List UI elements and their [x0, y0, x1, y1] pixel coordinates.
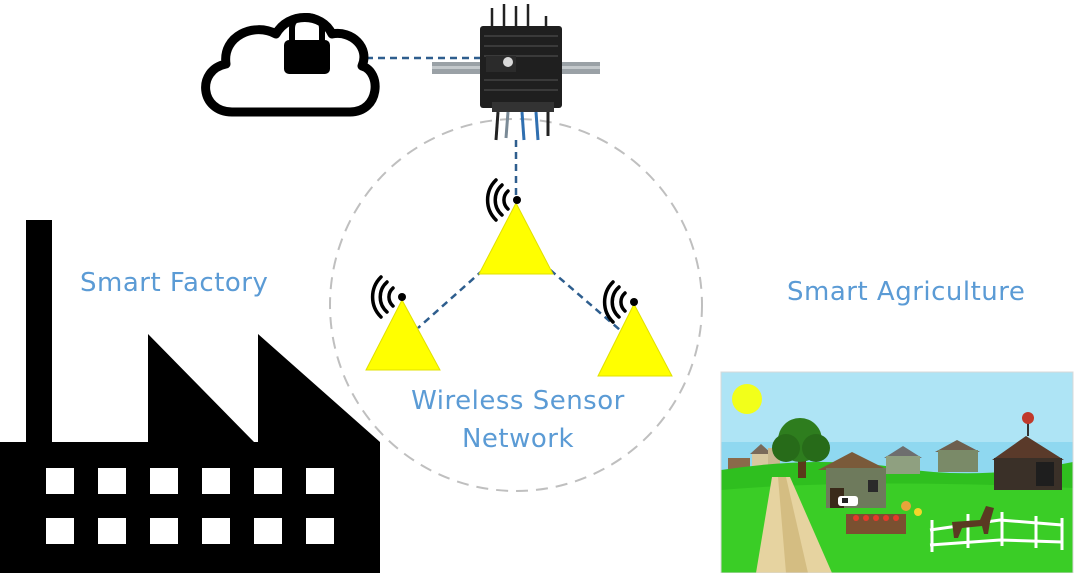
smart-factory-label: Smart Factory	[80, 268, 269, 298]
sun-icon	[732, 384, 762, 414]
wireless-sensor-network-label: Wireless Sensor Network	[398, 382, 638, 458]
wifi-signal-icon	[602, 280, 638, 324]
gateway-device-icon	[432, 4, 600, 141]
smart-agriculture-label: Smart Agriculture	[787, 277, 1026, 307]
wsn-label-line2: Network	[461, 424, 575, 454]
sensor-node-left	[365, 298, 441, 371]
sensor-node-top	[478, 201, 554, 275]
wifi-signal-icon	[370, 275, 406, 319]
wifi-signal-icon	[485, 178, 521, 222]
factory-icon	[0, 220, 380, 573]
wsn-label-line1: Wireless Sensor	[411, 386, 625, 416]
sensor-node-right	[597, 302, 673, 377]
cloud-lock-icon	[201, 13, 380, 117]
farm-scene-image	[720, 371, 1074, 573]
network-boundary-circle	[329, 118, 703, 492]
sensor-link-right	[540, 261, 621, 331]
